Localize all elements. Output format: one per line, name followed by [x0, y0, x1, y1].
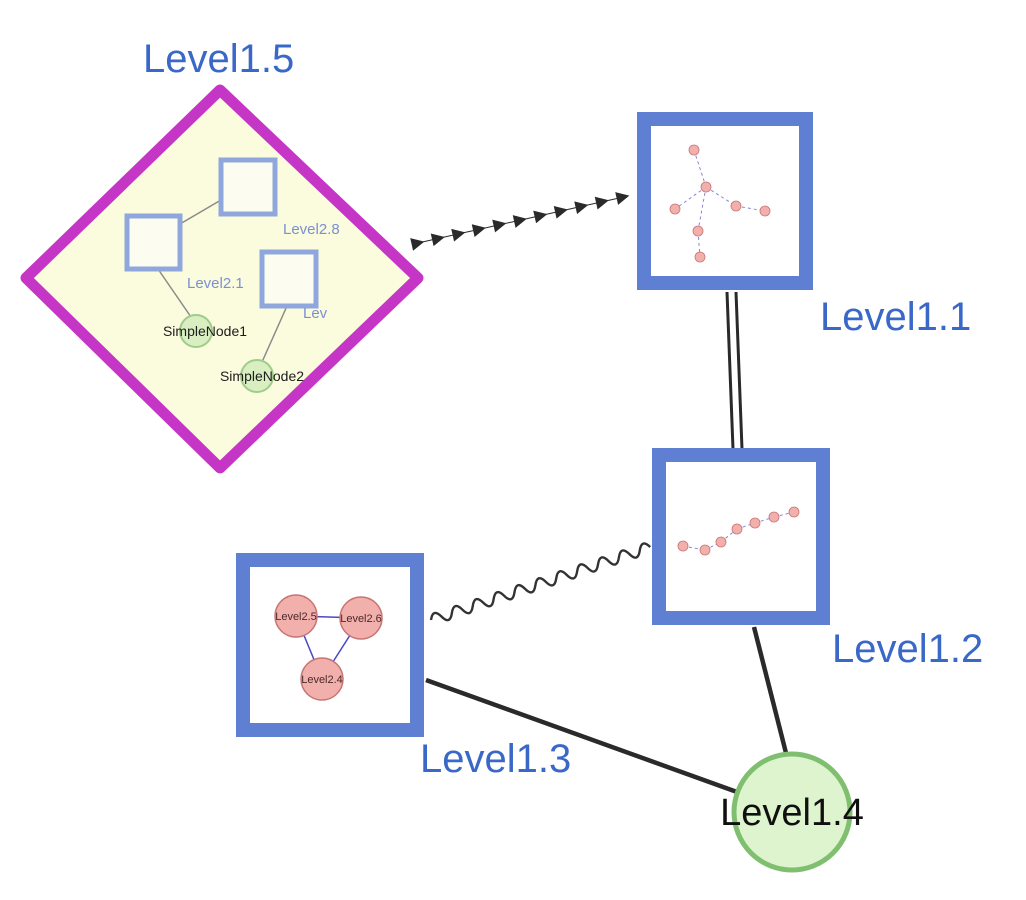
- node-level26[interactable]: [339, 596, 383, 640]
- label-level15: Level1.5: [143, 37, 294, 81]
- edge-level15-level11[interactable]: [410, 192, 630, 251]
- mini-node[interactable]: [677, 540, 689, 552]
- label-lev: Lev: [303, 305, 328, 322]
- mini-node[interactable]: [731, 523, 743, 535]
- node-simplenode1[interactable]: [179, 314, 213, 348]
- label-level25: Level2.5: [275, 611, 317, 623]
- label-level12: Level1.2: [832, 627, 983, 671]
- level14-circle[interactable]: [731, 751, 853, 873]
- level12-box[interactable]: [652, 448, 830, 625]
- label-level21: Level2.1: [187, 275, 244, 292]
- node-level15[interactable]: Level2.8 Level2.1 Lev SimpleNode1 Simple…: [20, 84, 424, 474]
- node-level28-square[interactable]: [218, 157, 278, 217]
- node-level11[interactable]: [637, 112, 813, 290]
- node-level14[interactable]: Level1.4: [720, 751, 864, 873]
- mini-node[interactable]: [759, 205, 771, 217]
- mini-node[interactable]: [749, 517, 761, 529]
- label-level28: Level2.8: [283, 221, 340, 238]
- mini-node[interactable]: [699, 544, 711, 556]
- node-level21-square[interactable]: [124, 213, 183, 272]
- node-lev-square[interactable]: [259, 249, 319, 309]
- label-level11: Level1.1: [820, 295, 971, 339]
- mini-node[interactable]: [768, 511, 780, 523]
- label-simplenode1: SimpleNode1: [163, 323, 247, 339]
- level15-diamond[interactable]: [20, 84, 424, 474]
- mini-node[interactable]: [700, 181, 712, 193]
- node-level25[interactable]: [274, 594, 318, 638]
- mini-node[interactable]: [788, 506, 800, 518]
- mini-node[interactable]: [669, 203, 681, 215]
- mini-node[interactable]: [730, 200, 742, 212]
- mini-node[interactable]: [692, 225, 704, 237]
- level11-box[interactable]: [637, 112, 813, 290]
- label-level26: Level2.6: [340, 613, 382, 625]
- label-level24: Level2.4: [301, 674, 343, 686]
- label-simplenode2: SimpleNode2: [220, 368, 304, 384]
- level13-box[interactable]: [236, 553, 424, 737]
- edge-level12-level14[interactable]: [751, 626, 789, 754]
- edge-level13-level14[interactable]: [425, 677, 738, 795]
- level15-inner-edges: [157, 199, 288, 363]
- label-level13: Level1.3: [420, 737, 571, 781]
- edge-level13-level12[interactable]: [429, 542, 652, 625]
- edge-level11-level12[interactable]: [725, 291, 744, 450]
- mini-node[interactable]: [688, 144, 700, 156]
- edge-lev-simplenode2[interactable]: [261, 305, 288, 363]
- edge-level21-simplenode1[interactable]: [157, 268, 192, 318]
- mini-node[interactable]: [715, 536, 727, 548]
- node-level24[interactable]: [300, 657, 344, 701]
- node-level13[interactable]: Level2.5 Level2.6 Level2.4: [236, 553, 424, 737]
- edge-level28-level21[interactable]: [179, 199, 222, 225]
- level11-mini-nodes: [669, 144, 771, 263]
- node-level12[interactable]: [652, 448, 830, 625]
- mini-node[interactable]: [694, 251, 706, 263]
- label-level14: Level1.4: [720, 792, 864, 834]
- node-simplenode2[interactable]: [240, 359, 274, 393]
- level12-mini-nodes: [677, 506, 800, 556]
